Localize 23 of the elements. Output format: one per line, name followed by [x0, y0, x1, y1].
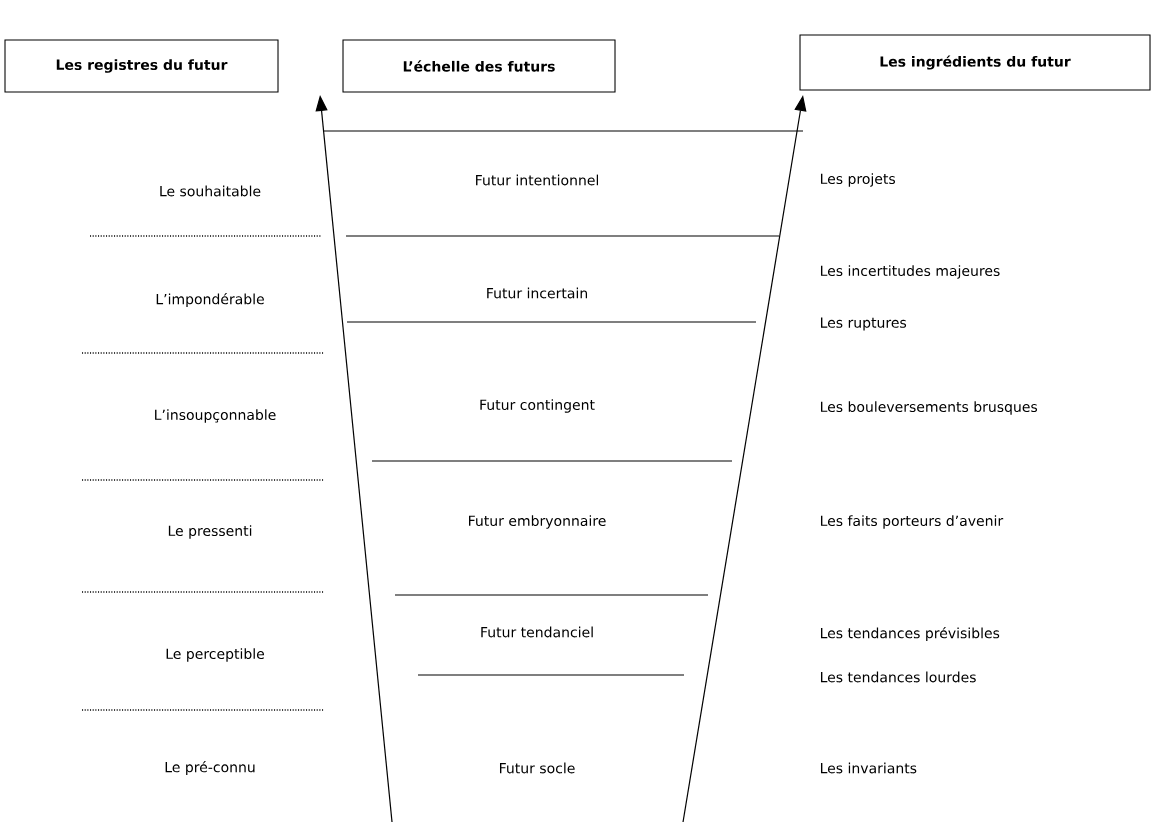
- register-label: L’impondérable: [156, 292, 264, 308]
- header-box: Les registres du futur: [4, 39, 279, 93]
- level-label: Futur embryonnaire: [469, 515, 606, 529]
- ingredient-label: Les bouleversements brusques: [821, 401, 1038, 415]
- register-label: L’insoupçonnable: [155, 409, 276, 423]
- level-label: Futur contingent: [480, 399, 595, 413]
- header-box: L’échelle des futurs: [342, 39, 616, 93]
- ingredient-label: Les projets: [821, 173, 896, 187]
- ingredient-label: Les ruptures: [821, 317, 907, 331]
- ingredient-label: Les incertitudes majeures: [821, 265, 1000, 279]
- level-label: Futur socle: [500, 762, 575, 774]
- register-label: Le perceptible: [166, 648, 265, 662]
- register-label: Le souhaitable: [160, 185, 261, 197]
- ingredient-label: Les faits porteurs d’avenir: [821, 515, 1004, 529]
- header-box: Les ingrédients du futur: [799, 34, 1151, 91]
- register-label: Le pré-connu: [165, 760, 255, 776]
- level-label: Futur intentionnel: [476, 174, 599, 186]
- level-label: Futur tendanciel: [481, 626, 593, 638]
- level-label: Futur incertain: [487, 287, 587, 299]
- register-label: Le pressenti: [168, 525, 252, 539]
- ingredient-label: Les invariants: [821, 762, 917, 774]
- ingredient-label: Les tendances lourdes: [821, 671, 976, 683]
- ingredient-label: Les tendances prévisibles: [821, 626, 1000, 642]
